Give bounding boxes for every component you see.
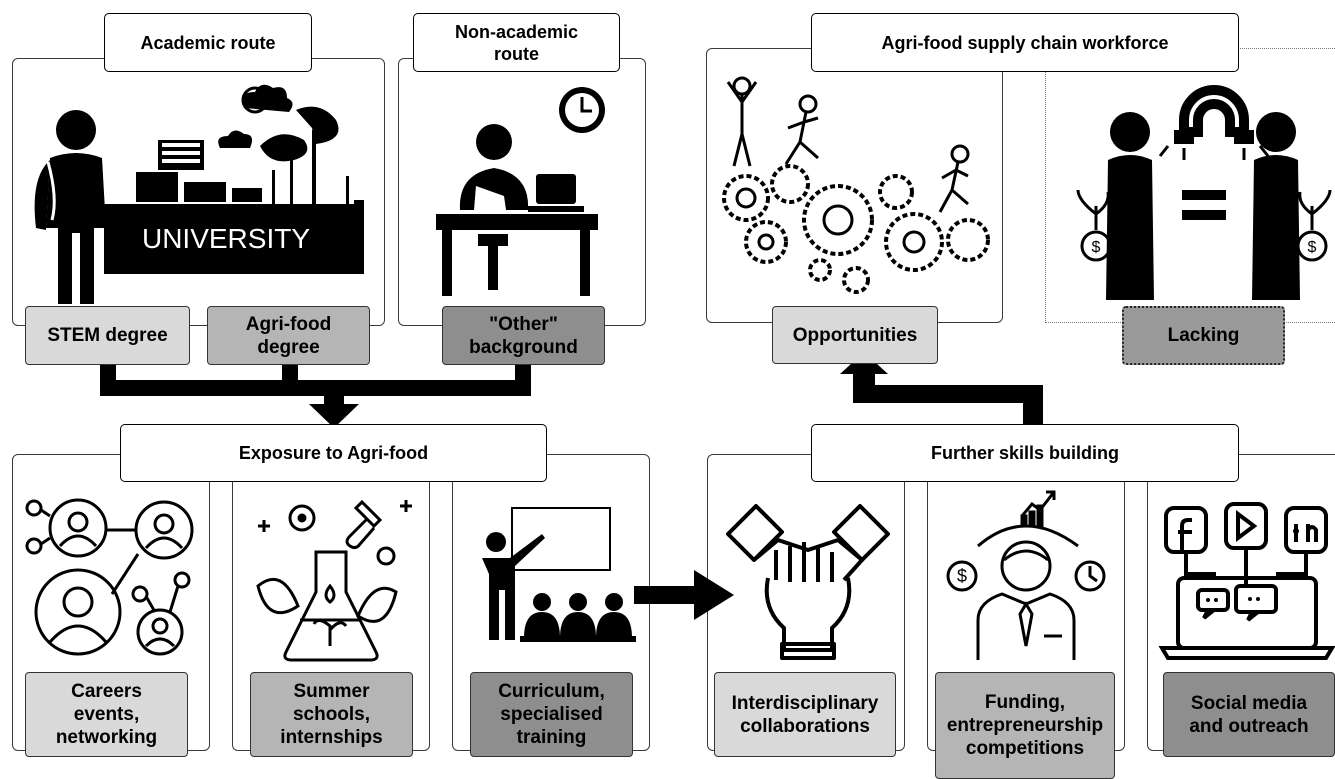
up-arrow — [840, 352, 1043, 427]
social-media-laptop-icon — [1158, 502, 1335, 660]
skills-title: Further skills building — [811, 424, 1239, 482]
stem-degree-label: STEM degree — [25, 306, 190, 365]
funding-label: Funding, entrepreneurship competitions — [935, 672, 1115, 779]
student-with-backpack-icon — [34, 110, 106, 304]
exposure-title: Exposure to Agri-food — [120, 424, 547, 482]
teacher-classroom-icon — [482, 507, 636, 642]
clock-icon — [559, 87, 605, 133]
non-academic-route-title: Non-academic route — [413, 13, 620, 72]
merge-arrow — [100, 364, 531, 428]
svg-text:$: $ — [1308, 239, 1317, 256]
agrifood-degree-label: Agri-food degree — [207, 306, 370, 365]
interdisciplinary-label: Interdisciplinary collaborations — [714, 672, 896, 757]
university-text: UNIVERSITY — [142, 223, 310, 254]
magnet-attracting-people-icon: $ $ — [1076, 85, 1332, 300]
person-at-desk-with-laptop-icon — [436, 124, 598, 296]
svg-text:$: $ — [957, 566, 967, 586]
lab-flask-plants-icon — [256, 499, 412, 662]
workforce-title: Agri-food supply chain workforce — [811, 13, 1239, 72]
summer-label: Summer schools, internships — [250, 672, 413, 757]
people-on-gears-icon — [722, 76, 990, 294]
curriculum-label: Curriculum, specialised training — [470, 672, 633, 757]
right-arrow — [634, 570, 734, 620]
academic-route-title: Academic route — [104, 13, 312, 72]
university-building-icon: UNIVERSITY — [104, 84, 364, 274]
other-background-label: "Other" background — [442, 306, 605, 365]
social-label: Social media and outreach — [1163, 672, 1335, 757]
opportunities-label: Opportunities — [772, 306, 938, 364]
network-people-icon — [25, 498, 194, 656]
businessman-funding-icon: $ — [946, 490, 1106, 660]
joined-hands-icon — [726, 504, 890, 660]
careers-label: Careers events, networking — [25, 672, 188, 757]
lacking-label: Lacking — [1122, 306, 1285, 365]
svg-text:$: $ — [1092, 239, 1101, 256]
